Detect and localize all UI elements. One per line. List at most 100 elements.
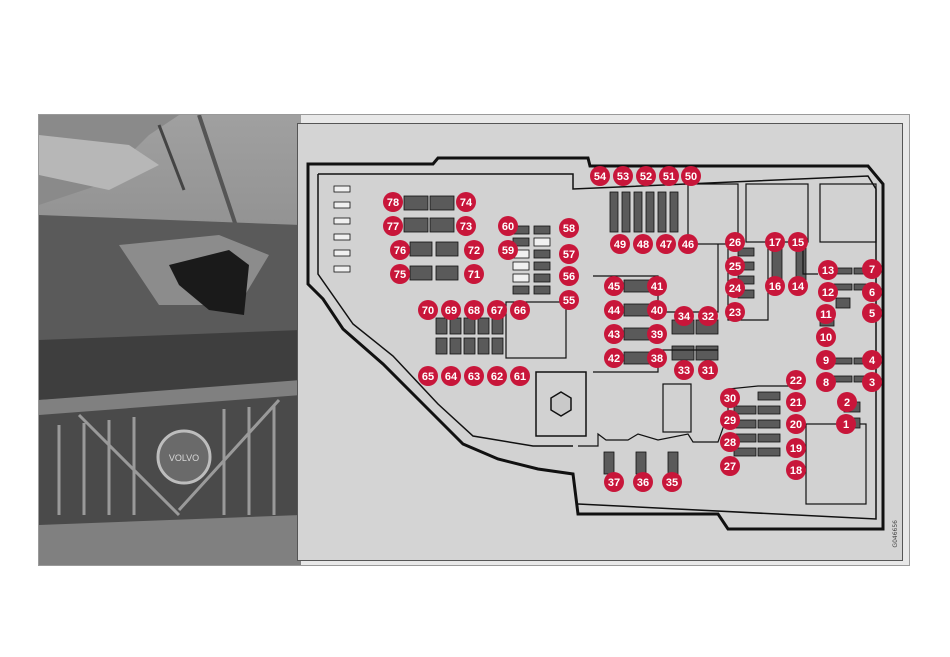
fuse-marker-65: 65 xyxy=(418,366,438,386)
fuse-number-label: 9 xyxy=(823,355,829,367)
fuse-marker-32: 32 xyxy=(698,306,718,326)
fuse-marker-2: 2 xyxy=(837,392,857,412)
fuse-number-label: 56 xyxy=(563,271,575,283)
engine-bay-photo: VOLVO xyxy=(39,115,301,566)
fuse-marker-26: 26 xyxy=(725,232,745,252)
fuse-marker-39: 39 xyxy=(647,324,667,344)
fuse-marker-10: 10 xyxy=(816,327,836,347)
fuse-marker-5: 5 xyxy=(862,303,882,323)
fuse-number-label: 10 xyxy=(820,332,832,344)
fuse-marker-7: 7 xyxy=(862,259,882,279)
fuse-marker-59: 59 xyxy=(498,240,518,260)
fuse-number-label: 39 xyxy=(651,329,663,341)
fuse-marker-60: 60 xyxy=(498,216,518,236)
fuse-number-label: 14 xyxy=(792,281,805,293)
fuse-number-label: 64 xyxy=(445,371,458,383)
fuse-marker-71: 71 xyxy=(464,264,484,284)
fuse-number-label: 45 xyxy=(608,281,620,293)
fuse-marker-52: 52 xyxy=(636,166,656,186)
fuse-number-label: 44 xyxy=(608,305,621,317)
fuse-marker-69: 69 xyxy=(441,300,461,320)
fuse-marker-70: 70 xyxy=(418,300,438,320)
fuse-marker-20: 20 xyxy=(786,414,806,434)
fuse-marker-41: 41 xyxy=(647,276,667,296)
fuse-number-label: 2 xyxy=(844,397,850,409)
fuse-marker-51: 51 xyxy=(659,166,679,186)
fuse-marker-36: 36 xyxy=(633,472,653,492)
fuse-marker-28: 28 xyxy=(720,432,740,452)
fuse-number-label: 54 xyxy=(594,171,607,183)
fuse-marker-43: 43 xyxy=(604,324,624,344)
fuse-number-label: 42 xyxy=(608,353,620,365)
fuse-marker-66: 66 xyxy=(510,300,530,320)
fuse-number-label: 74 xyxy=(460,197,473,209)
fuse-marker-15: 15 xyxy=(788,232,808,252)
fuse-number-label: 18 xyxy=(790,465,802,477)
fuse-marker-45: 45 xyxy=(604,276,624,296)
fuse-marker-6: 6 xyxy=(862,282,882,302)
fuse-number-label: 69 xyxy=(445,305,457,317)
fuse-marker-42: 42 xyxy=(604,348,624,368)
fuse-marker-4: 4 xyxy=(862,350,882,370)
fuse-marker-49: 49 xyxy=(610,234,630,254)
fuse-number-label: 6 xyxy=(869,287,875,299)
fuse-number-label: 76 xyxy=(394,245,406,257)
fuse-number-label: 29 xyxy=(724,415,736,427)
fuse-marker-30: 30 xyxy=(720,388,740,408)
fuse-number-label: 41 xyxy=(651,281,663,293)
fuse-number-label: 77 xyxy=(387,221,399,233)
fuse-number-label: 8 xyxy=(823,377,829,389)
fuse-number-label: 12 xyxy=(822,287,834,299)
fuse-marker-9: 9 xyxy=(816,350,836,370)
fuse-marker-54: 54 xyxy=(590,166,610,186)
fuse-number-label: 49 xyxy=(614,239,626,251)
fuse-number-label: 70 xyxy=(422,305,434,317)
fuse-marker-38: 38 xyxy=(647,348,667,368)
fuse-marker-35: 35 xyxy=(662,472,682,492)
fuse-marker-46: 46 xyxy=(678,234,698,254)
fuse-marker-18: 18 xyxy=(786,460,806,480)
fuse-number-label: 50 xyxy=(685,171,697,183)
fuse-marker-61: 61 xyxy=(510,366,530,386)
fuse-marker-64: 64 xyxy=(441,366,461,386)
fuse-marker-62: 62 xyxy=(487,366,507,386)
fuse-marker-50: 50 xyxy=(681,166,701,186)
fuse-number-label: 5 xyxy=(869,308,875,320)
image-id: G046656 xyxy=(892,520,899,548)
fuse-box-figure: VOLVO xyxy=(38,114,910,566)
fuse-number-label: 20 xyxy=(790,419,802,431)
fuse-number-label: 78 xyxy=(387,197,399,209)
fuse-marker-77: 77 xyxy=(383,216,403,236)
fuse-number-label: 61 xyxy=(514,371,526,383)
fuse-number-label: 26 xyxy=(729,237,741,249)
fuse-number-label: 75 xyxy=(394,269,406,281)
fuse-number-label: 34 xyxy=(678,311,691,323)
fuse-number-label: 71 xyxy=(468,269,480,281)
fuse-marker-3: 3 xyxy=(862,372,882,392)
fuse-marker-22: 22 xyxy=(786,370,806,390)
fuse-number-label: 68 xyxy=(468,305,480,317)
fuse-number-label: 36 xyxy=(637,477,649,489)
fuse-marker-40: 40 xyxy=(647,300,667,320)
fuse-number-label: 17 xyxy=(769,237,781,249)
fuse-number-label: 23 xyxy=(729,307,741,319)
fuse-number-label: 32 xyxy=(702,311,714,323)
fuse-box-diagram: 1234567891011121314151617181920212223242… xyxy=(298,124,902,560)
fuse-marker-53: 53 xyxy=(613,166,633,186)
fuse-number-label: 48 xyxy=(637,239,649,251)
fuse-number-label: 19 xyxy=(790,443,802,455)
fuse-number-label: 22 xyxy=(790,375,802,387)
fuse-number-label: 47 xyxy=(660,239,672,251)
volvo-emblem-text: VOLVO xyxy=(169,453,199,463)
fuse-number-label: 65 xyxy=(422,371,434,383)
fuse-number-label: 46 xyxy=(682,239,694,251)
fuse-marker-17: 17 xyxy=(765,232,785,252)
fuse-number-label: 37 xyxy=(608,477,620,489)
fuse-number-label: 24 xyxy=(729,283,742,295)
fuse-number-label: 60 xyxy=(502,221,514,233)
fuse-marker-8: 8 xyxy=(816,372,836,392)
fuse-number-label: 59 xyxy=(502,245,514,257)
fuse-marker-25: 25 xyxy=(725,256,745,276)
fuse-number-label: 25 xyxy=(729,261,741,273)
